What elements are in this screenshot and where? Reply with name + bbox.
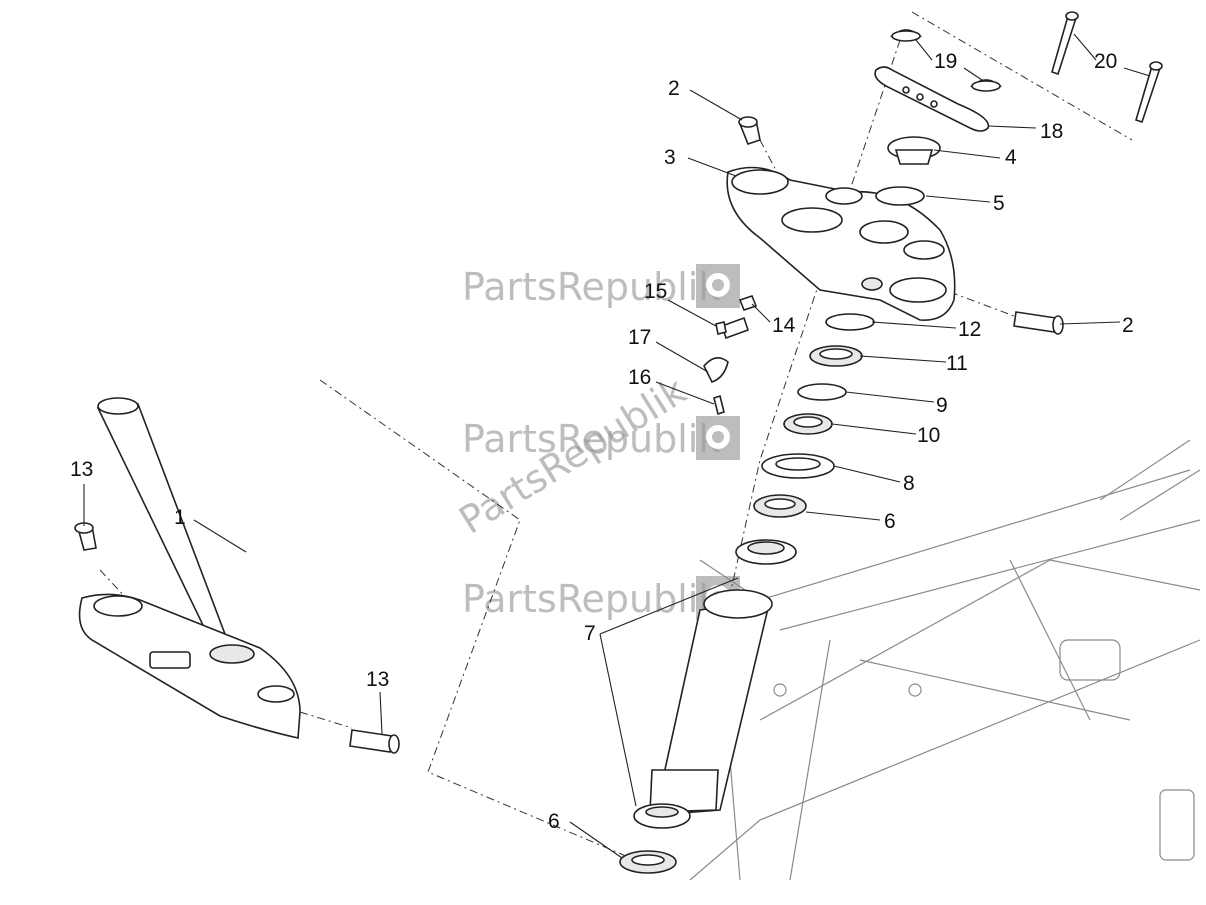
callout-13-lower: 13 xyxy=(366,668,389,691)
callout-6-lower: 6 xyxy=(548,810,560,833)
callout-6-upper: 6 xyxy=(884,510,896,533)
watermark-3: PartsRepublik xyxy=(462,577,720,621)
part-20-long-bolts xyxy=(1051,11,1163,124)
callout-2-side: 2 xyxy=(1122,314,1134,337)
callout-15: 15 xyxy=(644,280,667,303)
part-3-upper-triple-clamp xyxy=(726,166,956,321)
part-13-bolt-upper xyxy=(74,522,97,551)
watermark-gear-icon xyxy=(696,416,740,460)
part-18-clamp-plate xyxy=(874,66,990,132)
callout-3: 3 xyxy=(664,146,676,169)
part-7-upper-race xyxy=(735,539,797,565)
callout-5: 5 xyxy=(993,192,1005,215)
steering-head-tube xyxy=(649,589,773,816)
watermark-2: PartsRepublik xyxy=(462,417,720,461)
bearing-stack xyxy=(619,313,875,874)
part-6-upper-bearing xyxy=(753,494,807,518)
callout-19: 19 xyxy=(934,50,957,73)
part-10-ring-nut xyxy=(783,413,833,435)
part-8-dust-seal xyxy=(761,453,835,479)
part-17-clip xyxy=(703,357,729,383)
callout-1: 1 xyxy=(174,506,186,529)
part-7-lower-race xyxy=(633,803,691,829)
part-1-lower-yoke xyxy=(78,397,301,739)
part-19-caps xyxy=(889,29,1003,92)
callout-8: 8 xyxy=(903,472,915,495)
callout-17: 17 xyxy=(628,326,651,349)
part-5-washer xyxy=(875,186,925,206)
part-11-ring-nut xyxy=(809,345,863,367)
callout-13-upper: 13 xyxy=(70,458,93,481)
watermark-group: PartsRepublik PartsRepublik PartsRepubli… xyxy=(451,264,740,621)
callout-10: 10 xyxy=(917,424,940,447)
callout-12: 12 xyxy=(958,318,981,341)
part-13-bolt-lower xyxy=(349,729,400,754)
callout-16: 16 xyxy=(628,366,651,389)
part-12-lock-washer xyxy=(825,313,875,331)
callout-labels: 1 2 2 3 4 5 6 6 7 8 9 10 11 12 13 13 14 … xyxy=(70,50,1134,833)
part-15-screw xyxy=(715,321,727,335)
part-2-bolt-side xyxy=(1013,311,1064,335)
watermark-gear-icon xyxy=(696,264,740,308)
callout-20: 20 xyxy=(1094,50,1117,73)
callout-14: 14 xyxy=(772,314,796,337)
callout-4: 4 xyxy=(1005,146,1017,169)
callout-11: 11 xyxy=(946,352,968,375)
callout-7: 7 xyxy=(584,622,596,645)
part-9-washer xyxy=(797,383,847,401)
part-2-bolt-top xyxy=(738,116,761,145)
part-4-steering-nut xyxy=(887,136,941,165)
part-6-lower-bearing xyxy=(619,850,677,874)
callout-9: 9 xyxy=(936,394,948,417)
callout-18: 18 xyxy=(1040,120,1063,143)
watermark-1: PartsRepublik xyxy=(462,265,720,309)
callout-2-top: 2 xyxy=(668,77,680,100)
leader-lines xyxy=(83,33,1151,859)
part-16-screw xyxy=(713,394,725,416)
part-14-bracket xyxy=(720,295,758,340)
